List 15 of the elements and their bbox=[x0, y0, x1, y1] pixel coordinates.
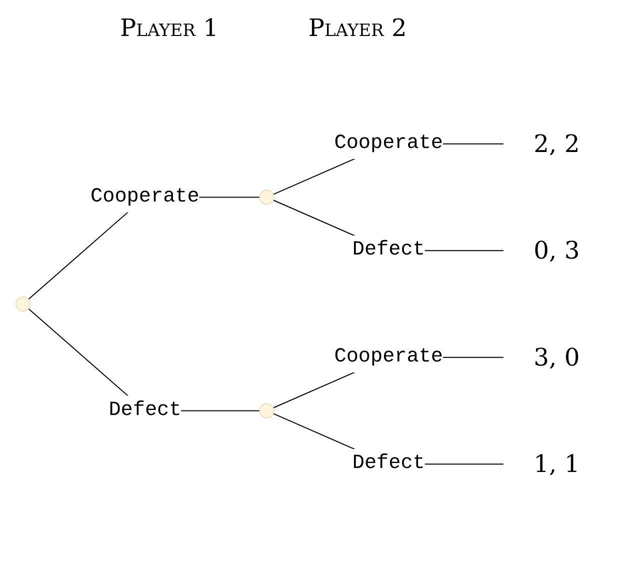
edge-label: Cooperate bbox=[334, 345, 444, 368]
edge-label: Cooperate bbox=[334, 132, 444, 155]
node-text: 1, 1 bbox=[534, 450, 580, 478]
edge-label: Defect bbox=[352, 238, 425, 262]
node-text: 0, 3 bbox=[534, 236, 580, 265]
edge-label: Cooperate bbox=[90, 185, 200, 208]
node-text: 2, 2 bbox=[534, 130, 580, 158]
edge-label: Defect bbox=[352, 452, 425, 476]
node-circle bbox=[259, 190, 274, 205]
player-label: Player 2 bbox=[308, 14, 407, 44]
player-label: Player 1 bbox=[120, 14, 218, 44]
node-text: 3, 0 bbox=[534, 343, 580, 372]
node-circle bbox=[16, 296, 31, 312]
edge-label: Defect bbox=[108, 398, 182, 422]
node-circle bbox=[259, 403, 274, 418]
